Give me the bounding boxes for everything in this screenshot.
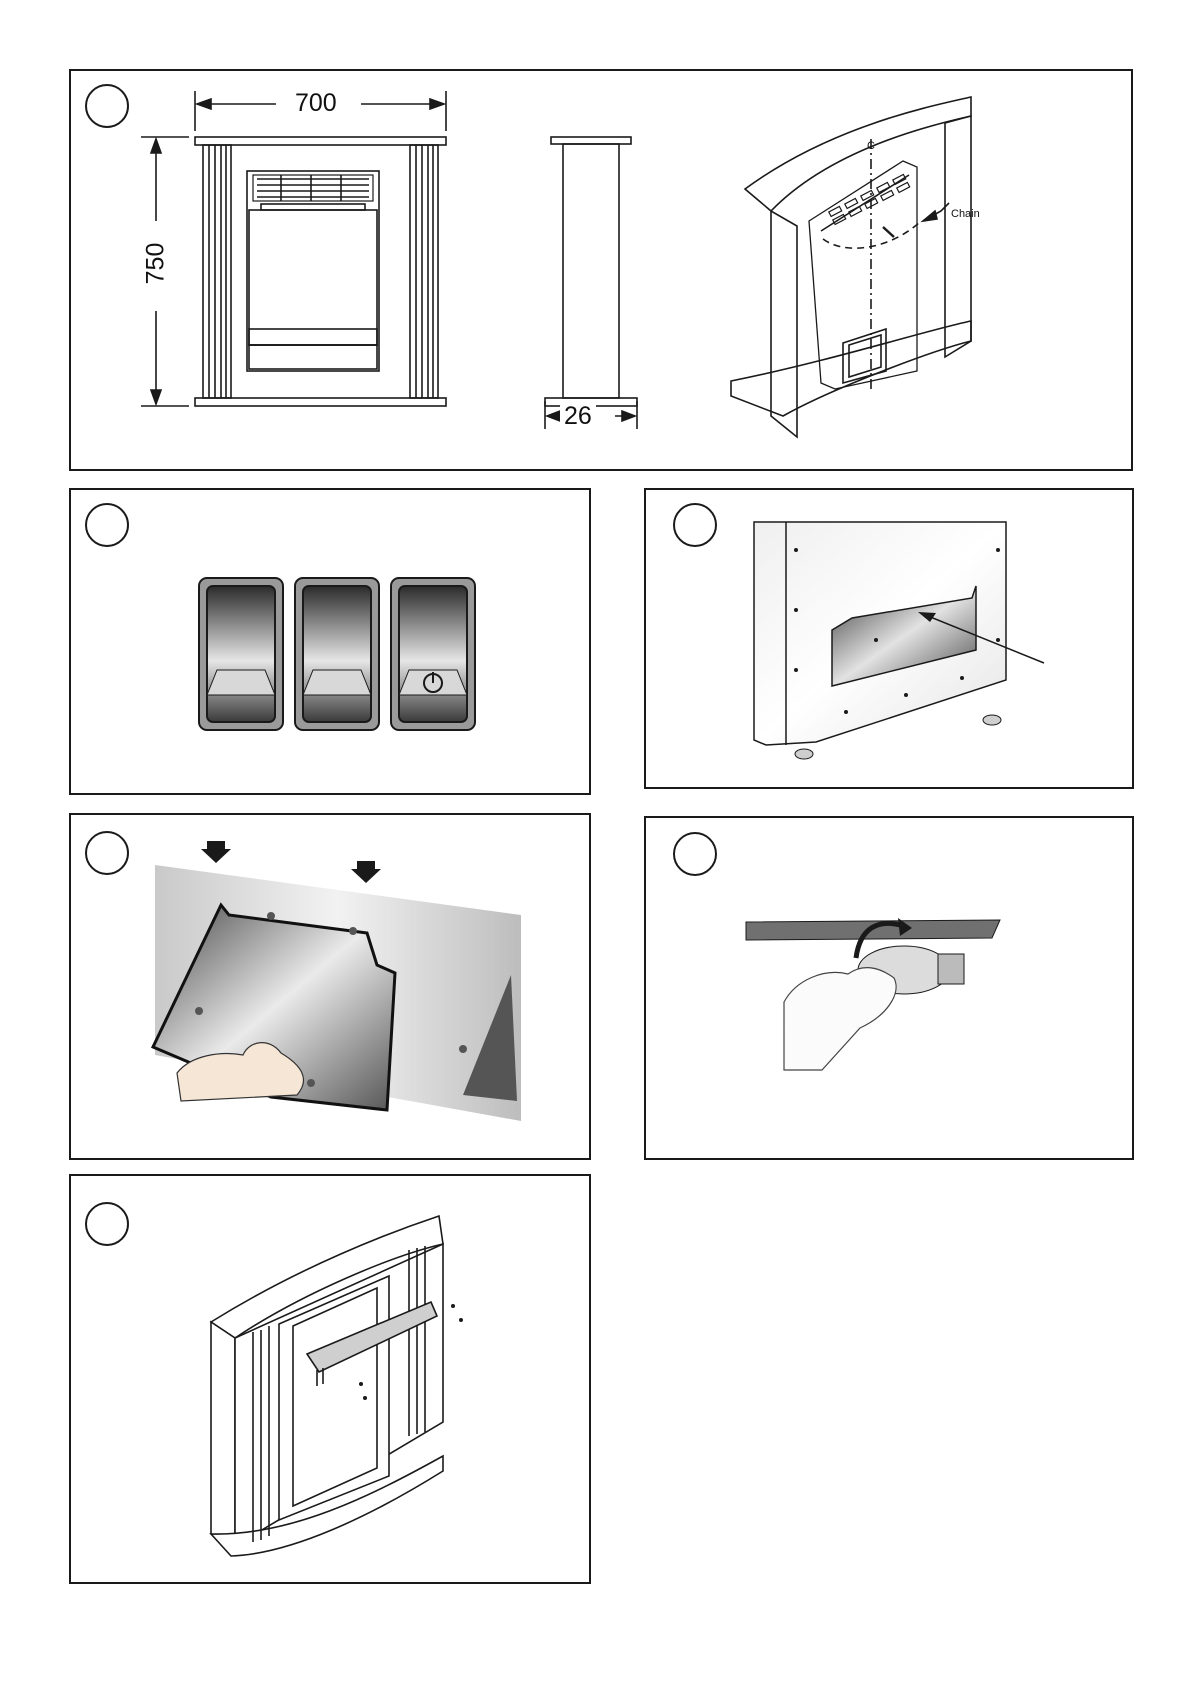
mounting-drawing bbox=[71, 815, 589, 1158]
centerline-label: C bbox=[867, 141, 875, 152]
panel-switches bbox=[69, 488, 591, 795]
assembly-drawing bbox=[71, 1176, 589, 1582]
chain-label: Chain bbox=[951, 209, 980, 220]
panel-assembly bbox=[69, 1174, 591, 1584]
panel-back-cover bbox=[644, 488, 1134, 789]
panel-dimensions: 700 750 26 Chain C bbox=[69, 69, 1133, 471]
switch-power bbox=[391, 578, 475, 730]
depth-dimension-label: 26 bbox=[560, 404, 596, 429]
panel-bulb bbox=[644, 816, 1134, 1160]
back-cover-drawing bbox=[646, 490, 1132, 787]
dimension-drawing bbox=[71, 71, 1131, 469]
switch-middle bbox=[295, 578, 379, 730]
height-dimension-label: 750 bbox=[143, 239, 168, 289]
bulb-drawing bbox=[646, 818, 1132, 1158]
width-dimension-label: 700 bbox=[291, 91, 341, 116]
switch-panel-drawing bbox=[71, 490, 589, 793]
switch-left bbox=[199, 578, 283, 730]
panel-mounting bbox=[69, 813, 591, 1160]
